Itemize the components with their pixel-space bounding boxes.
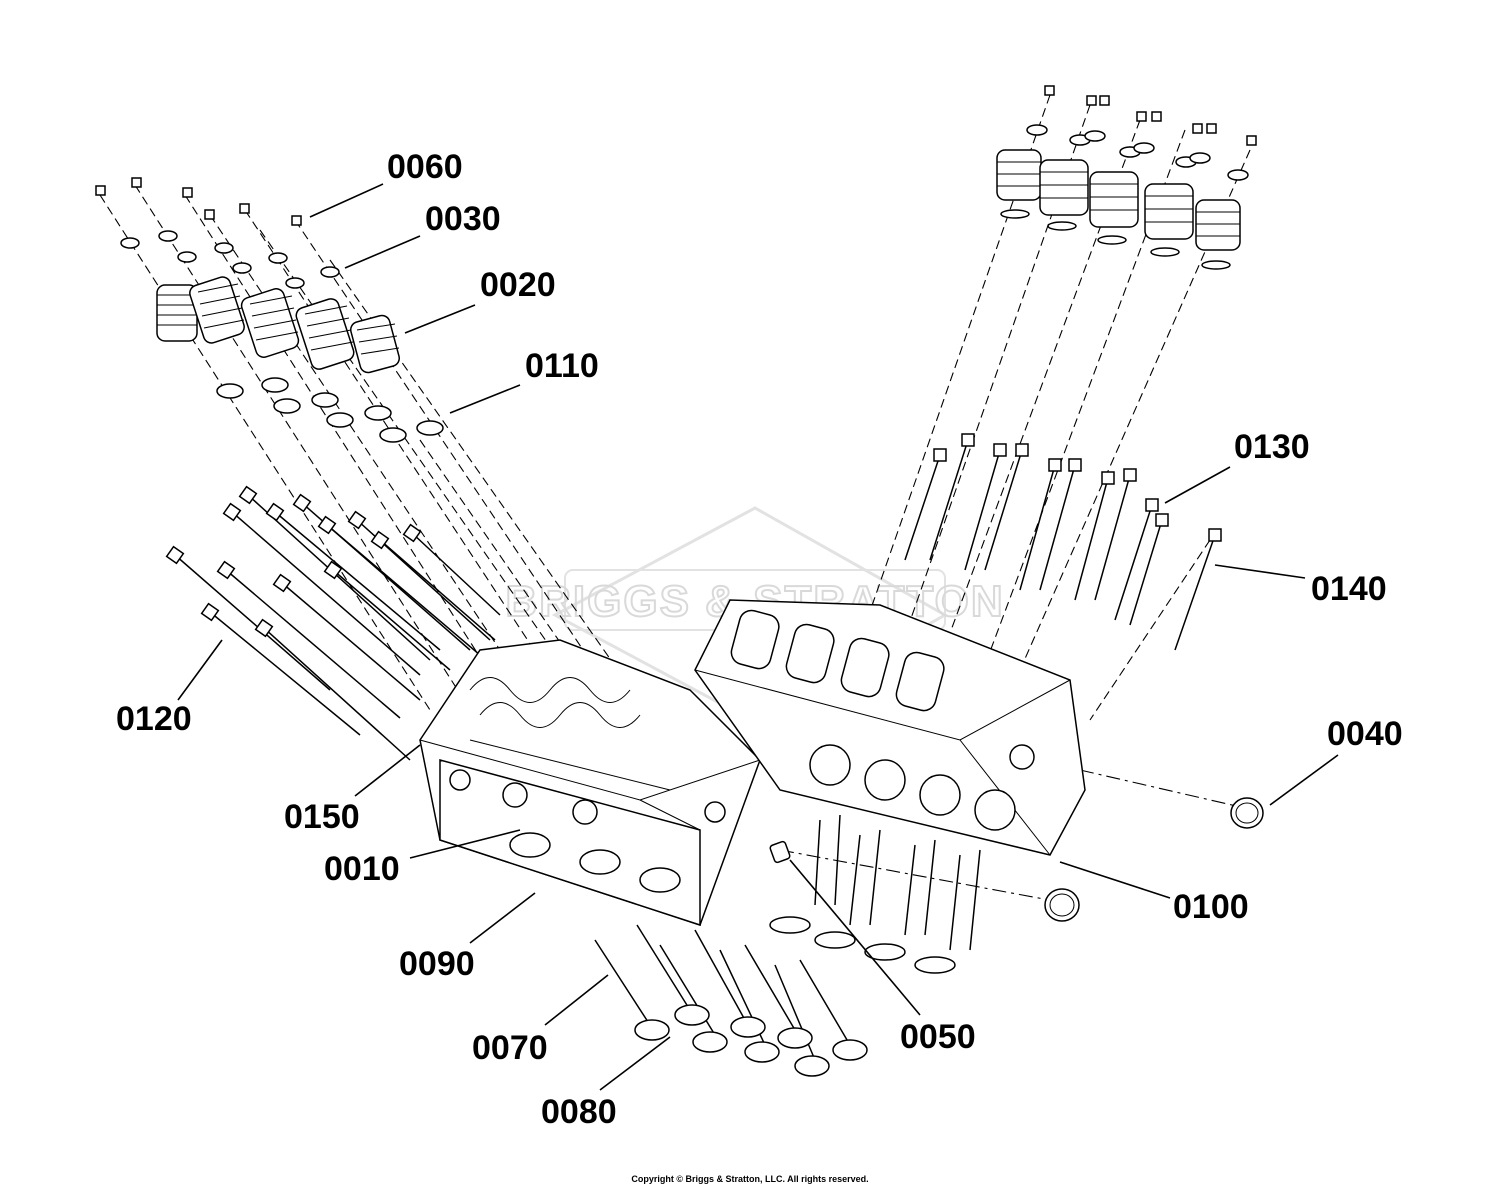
- intake-port: [730, 609, 945, 712]
- bolt-head: [933, 433, 1222, 542]
- callout-0090: 0090: [399, 945, 475, 983]
- valve-spring: [996, 149, 1241, 251]
- callout-0070: 0070: [472, 1029, 548, 1067]
- callout-0130: 0130: [1234, 428, 1310, 466]
- left-cylinder-head: [419, 639, 761, 927]
- leader-lines: [177, 183, 1339, 1091]
- valve-stem-seal: [216, 377, 444, 443]
- valve-spring: [156, 276, 400, 374]
- left-head-bolts: [165, 485, 501, 761]
- right-cylinder-head: [694, 599, 1086, 856]
- valve-retainer: [120, 230, 340, 289]
- left-valve-springs: [95, 177, 444, 443]
- callout-0100: 0100: [1173, 888, 1249, 926]
- callout-0140: 0140: [1311, 570, 1387, 608]
- expansion-plug: [769, 797, 1264, 922]
- valve-retainer: [1026, 124, 1249, 181]
- callout-0060: 0060: [387, 148, 463, 186]
- right-bank-axes: [779, 94, 1251, 903]
- callout-0030: 0030: [425, 200, 501, 238]
- callout-0110: 0110: [525, 347, 599, 385]
- right-valve-springs: [996, 85, 1257, 270]
- right-valves: [769, 814, 981, 974]
- callout-0020: 0020: [480, 266, 556, 304]
- combustion-chamber: [809, 744, 1016, 831]
- bolt-head: [165, 485, 422, 638]
- callout-0010: 0010: [324, 850, 400, 888]
- left-valves: [594, 924, 868, 1077]
- valve-stem-seal: [1000, 209, 1231, 270]
- valve-keeper: [1044, 85, 1257, 146]
- valve-head: [634, 1004, 868, 1077]
- copyright-notice: Copyright © Briggs & Stratton, LLC. All …: [631, 1174, 869, 1184]
- valve-head: [769, 916, 956, 974]
- callout-0040: 0040: [1327, 715, 1403, 753]
- callout-0120: 0120: [116, 700, 192, 738]
- callout-0150: 0150: [284, 798, 360, 836]
- callout-0080: 0080: [541, 1093, 617, 1131]
- callout-labels: 0060 0030 0020 0110 0120 0150 0010 0090 …: [116, 148, 1403, 1131]
- valve-keeper: [95, 177, 302, 226]
- callout-0050: 0050: [900, 1018, 976, 1056]
- right-head-bolts: [904, 433, 1222, 651]
